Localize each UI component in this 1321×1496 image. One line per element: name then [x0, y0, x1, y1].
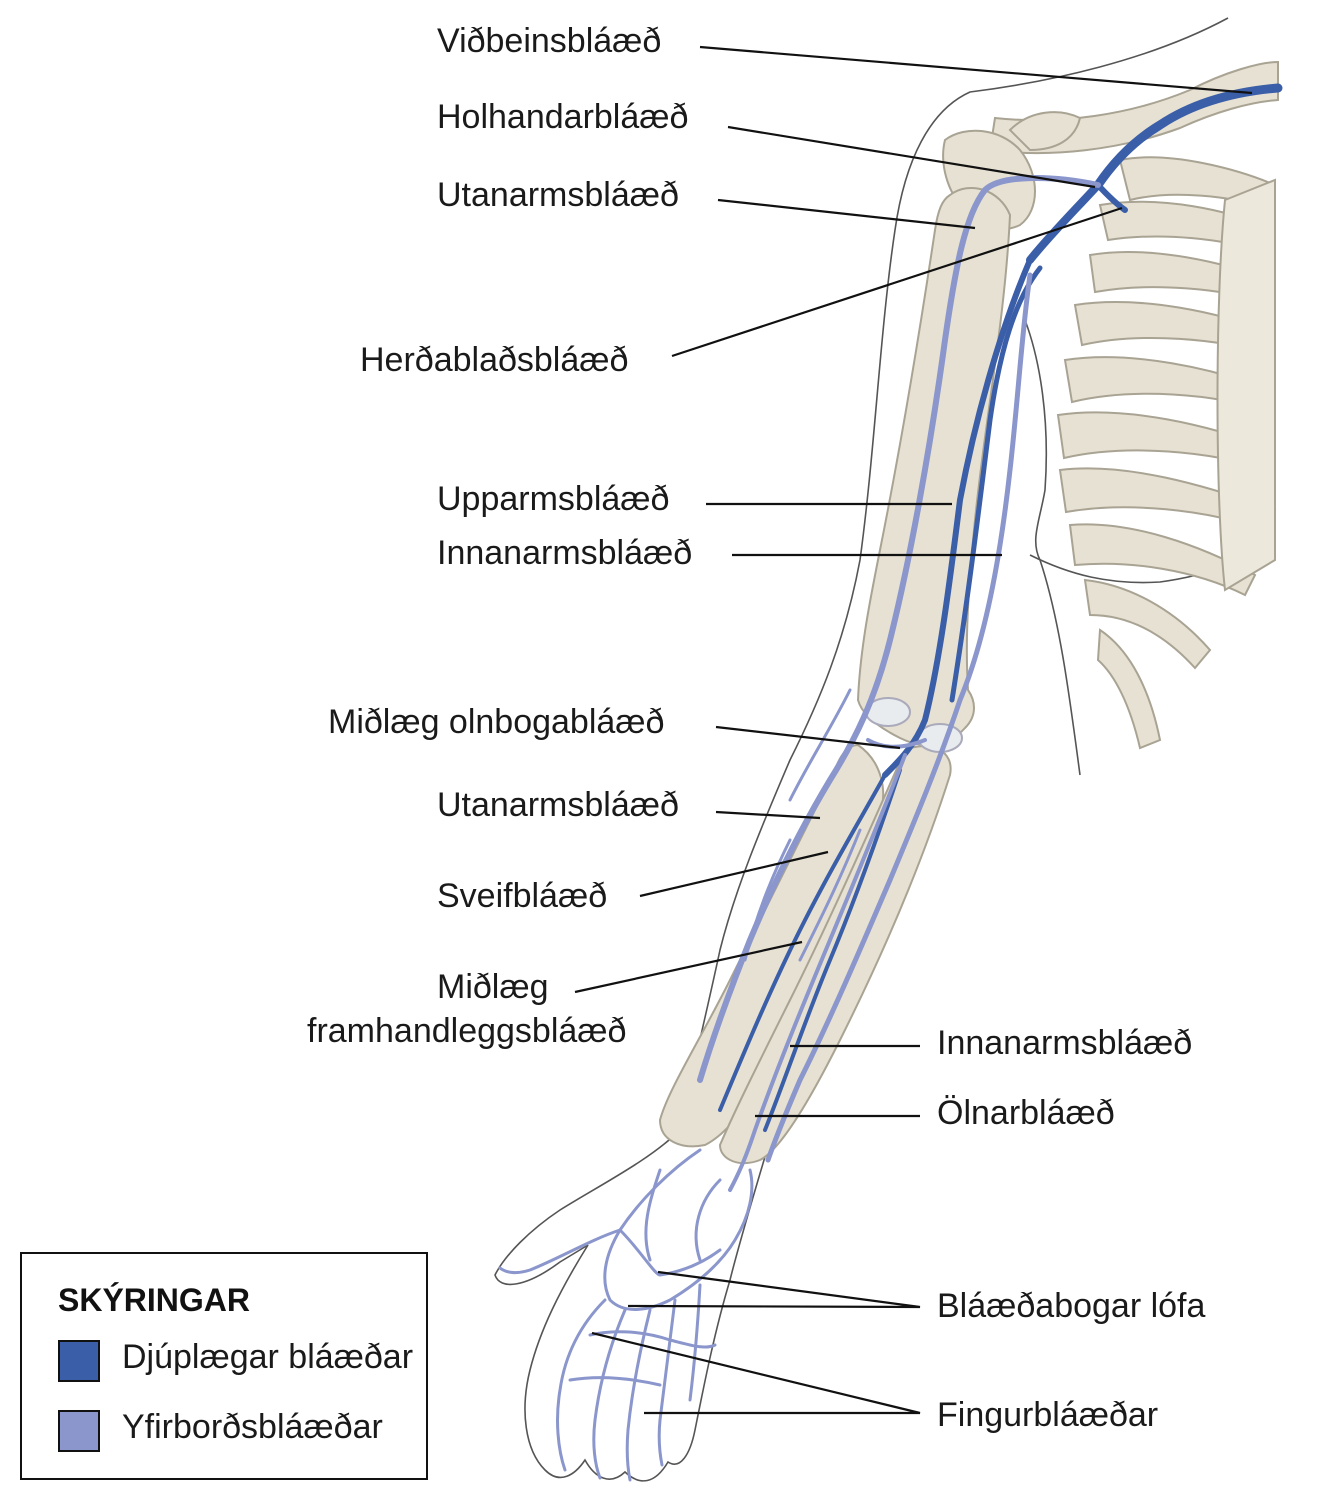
- label-cephalic-vein-upper: Utanarmsbláæð: [437, 176, 679, 214]
- label-median-antebrachial-vein-line1: Miðlæg: [437, 968, 549, 1006]
- label-median-cubital-vein: Miðlæg olnbogabláæð: [328, 703, 665, 741]
- superficial-veins: [498, 175, 1101, 1482]
- label-subclavian-vein: Viðbeinsbláæð: [437, 22, 662, 60]
- ribcage: [1056, 156, 1277, 750]
- skeleton: [658, 60, 1279, 1165]
- label-median-antebrachial-vein-line2: framhandleggsbláæð: [307, 1012, 627, 1050]
- basilic-vein: [765, 272, 1033, 1163]
- legend-label-superficial: Yfirborðsbláæðar: [122, 1408, 383, 1446]
- leader-lines: [574, 45, 1253, 1415]
- label-basilic-vein-forearm: Innanarmsbláæð: [937, 1024, 1193, 1062]
- legend-swatch-superficial: [58, 1410, 100, 1452]
- humerus: [856, 186, 1012, 747]
- label-ulnar-vein: Ölnarbláæð: [937, 1094, 1115, 1132]
- radial-vein: [718, 773, 887, 1112]
- legend-swatch-deep: [58, 1340, 100, 1382]
- subclavian-vein: [1093, 83, 1283, 190]
- ulna: [718, 745, 952, 1165]
- label-basilic-vein-upper: Innanarmsbláæð: [437, 534, 693, 572]
- subscapular-vein: [1095, 182, 1128, 213]
- label-radial-vein: Sveifbláæð: [437, 877, 608, 915]
- legend: SKÝRINGAR Djúplægar bláæðar Yfirborðsblá…: [20, 1252, 428, 1480]
- label-digital-veins: Fingurbláæðar: [937, 1396, 1159, 1434]
- palmar-venous-arches: [498, 1148, 754, 1482]
- axillary-vein: [1026, 181, 1102, 264]
- brachial-vein: [882, 257, 1033, 778]
- label-brachial-vein: Upparmsbláæð: [437, 480, 670, 518]
- legend-label-deep: Djúplægar bláæðar: [122, 1338, 414, 1376]
- brachial-vein-2: [949, 265, 1043, 703]
- label-cephalic-vein-forearm: Utanarmsbláæð: [437, 786, 679, 824]
- label-axillary-vein: Holhandarbláæð: [437, 98, 689, 136]
- deep-veins: [718, 83, 1283, 1132]
- legend-title: SKÝRINGAR: [58, 1282, 251, 1318]
- ulnar-vein: [763, 768, 902, 1132]
- median-antebrachial-vein: [728, 753, 907, 1192]
- label-subscapular-vein: Herðablaðsbláæð: [360, 341, 629, 379]
- label-palmar-venous-arches: Bláæðabogar lófa: [937, 1287, 1206, 1325]
